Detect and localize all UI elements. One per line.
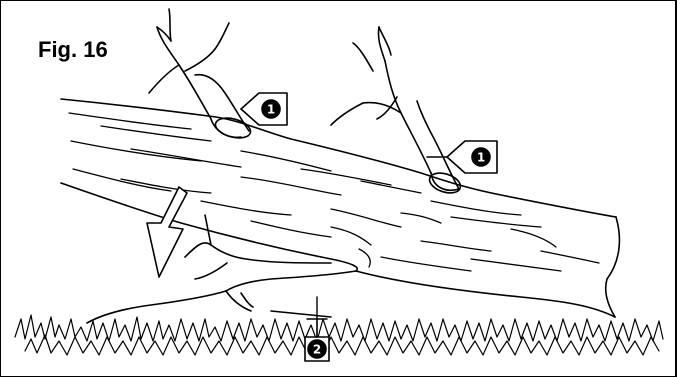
callout-1-upper: 1	[241, 93, 287, 125]
branch-lower	[87, 215, 356, 323]
callout-1-upper-number: 1	[267, 103, 275, 117]
grass	[15, 315, 663, 355]
branch-right	[331, 27, 463, 197]
callout-1-lower-number: 1	[477, 151, 485, 165]
bark-grain	[69, 113, 599, 271]
roll-direction-arrow	[147, 187, 187, 277]
log-trunk	[61, 99, 619, 317]
callout-leaders	[241, 109, 449, 319]
callout-2-number: 2	[313, 343, 321, 357]
callout-1-lower: 1	[447, 141, 497, 173]
